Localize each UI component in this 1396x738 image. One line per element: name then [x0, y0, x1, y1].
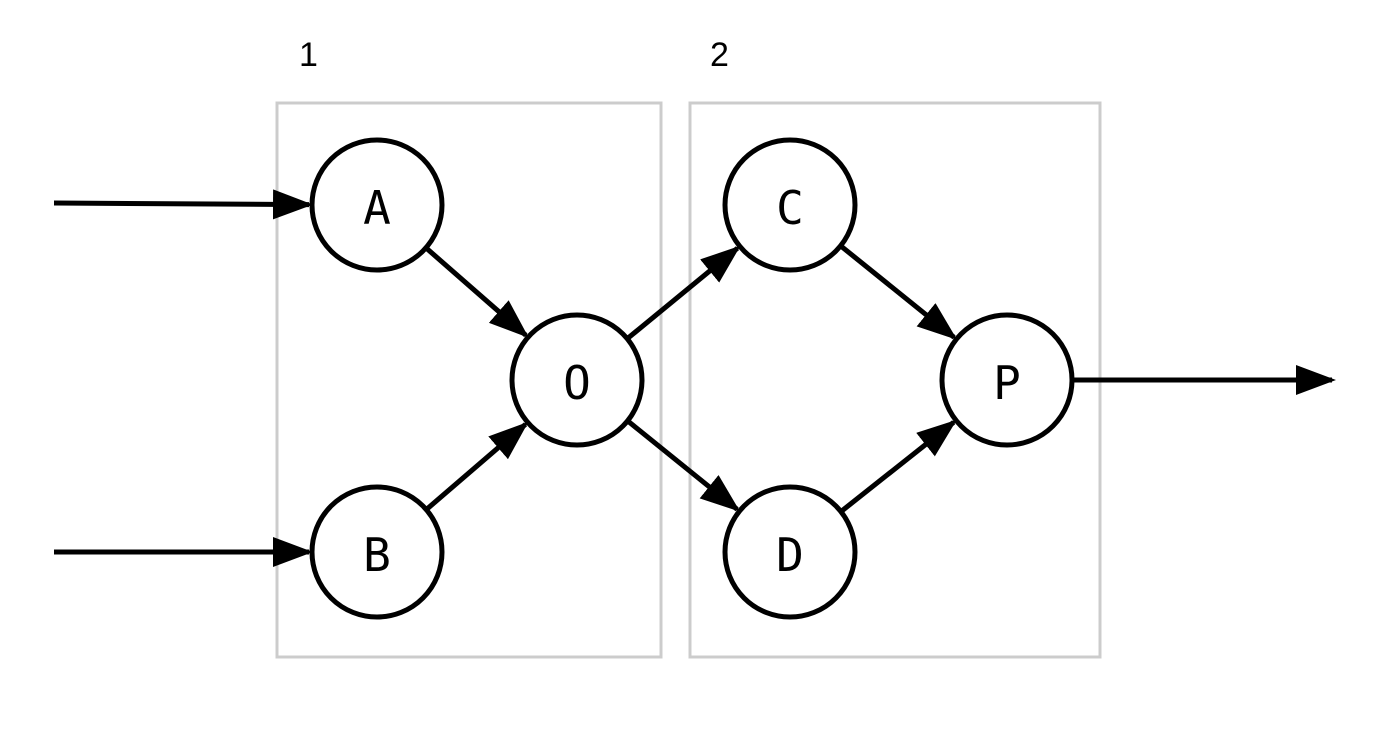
node-p: P — [939, 312, 1075, 448]
node-c-label: C — [776, 181, 804, 235]
edge-input-a-to-a — [53, 189, 314, 220]
node-d-circle — [722, 484, 858, 620]
group-label-1: 1 — [299, 36, 318, 74]
node-o-label: O — [563, 356, 591, 410]
node-p-label: P — [993, 356, 1021, 410]
edge-b-to-o — [426, 421, 529, 511]
node-c-circle — [722, 137, 858, 273]
node-b: B — [309, 484, 445, 620]
edge-d-to-p — [840, 419, 957, 513]
edges-layer — [53, 189, 1336, 567]
node-c: C — [722, 137, 858, 273]
node-a-label: A — [363, 181, 391, 235]
node-a-circle — [309, 137, 445, 273]
node-p-circle — [939, 312, 1075, 448]
node-b-label: B — [363, 528, 391, 582]
node-a: A — [309, 137, 445, 273]
edge-o-to-d — [627, 420, 741, 512]
node-d-label: D — [776, 528, 804, 582]
edge-c-to-p — [840, 245, 958, 340]
node-b-circle — [309, 484, 445, 620]
node-d: D — [722, 484, 858, 620]
group-label-2: 2 — [710, 36, 729, 74]
edge-o-to-c — [627, 245, 741, 340]
node-o: O — [509, 312, 645, 448]
edge-a-to-o — [425, 247, 529, 338]
node-o-circle — [509, 312, 645, 448]
group-box-1 — [275, 101, 663, 659]
